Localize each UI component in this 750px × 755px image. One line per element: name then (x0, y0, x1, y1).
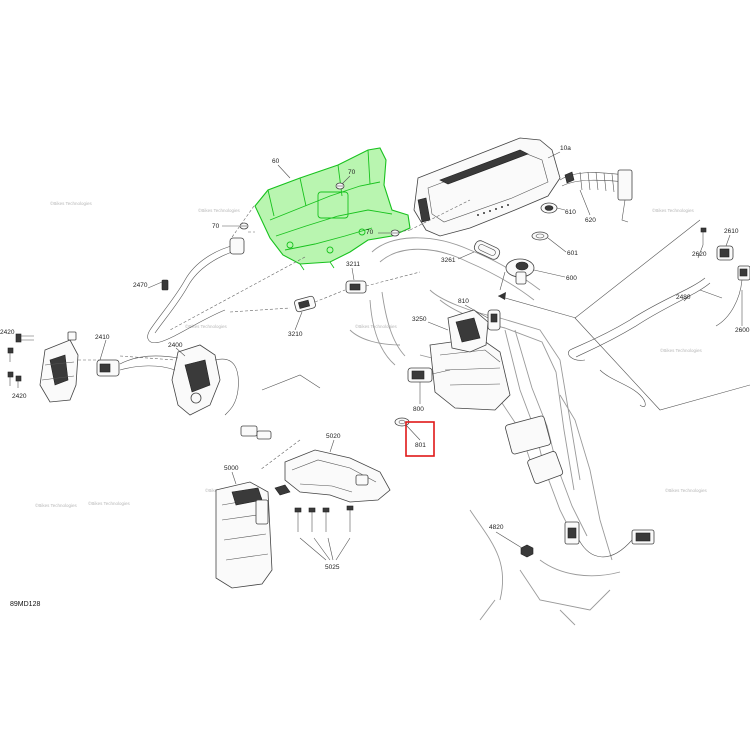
label-3210: 3210 (288, 331, 303, 338)
part-2410-housing[interactable] (39, 331, 79, 403)
leader-lines (78, 199, 471, 471)
label-600: 600 (566, 275, 577, 282)
part-5025-screws[interactable] (294, 505, 354, 561)
part-2600-connector[interactable] (715, 265, 750, 327)
label-3250: 3250 (412, 316, 427, 323)
label-801: 801 (415, 442, 426, 449)
label-2610: 2610 (724, 228, 739, 235)
part-2420-screws[interactable] (7, 333, 34, 388)
label-70: 70 (348, 169, 356, 176)
part-10a-display[interactable] (413, 137, 561, 237)
part-2470-cable[interactable] (147, 237, 245, 343)
watermark: ©Bikes Technologies (185, 323, 228, 329)
label-5025: 5025 (325, 564, 340, 571)
label-2470: 2470 (133, 282, 148, 289)
label-2400: 2400 (168, 342, 183, 349)
part-3211-sensor[interactable] (345, 280, 367, 294)
label-810: 810 (458, 298, 469, 305)
part-2400-switch[interactable] (96, 344, 321, 440)
label-2420: 2420 (0, 329, 15, 336)
diagram-reference-code: 89MD128 (10, 601, 41, 608)
watermark: ©Bikes Technologies (35, 502, 78, 508)
part-2480-cable[interactable] (568, 277, 723, 407)
part-601-washer[interactable] (531, 231, 549, 241)
part-70-fastener[interactable] (239, 222, 249, 230)
watermark: ©Bikes Technologies (198, 207, 241, 213)
inset-panel (497, 219, 750, 411)
label-10a: 10a (560, 145, 571, 152)
label-2410: 2410 (95, 334, 110, 341)
label-5020: 5020 (326, 433, 341, 440)
watermark: ©Bikes Technologies (50, 200, 93, 206)
label-70: 70 (212, 223, 220, 230)
label-2600: 2600 (735, 327, 750, 334)
part-70-fastener[interactable] (390, 229, 400, 237)
label-70: 70 (366, 229, 374, 236)
watermark: ©Bikes Technologies (355, 323, 398, 329)
part-60-bracket[interactable] (254, 147, 411, 271)
part-800[interactable] (407, 367, 451, 383)
label-5000: 5000 (224, 465, 239, 472)
part-2620[interactable] (700, 227, 707, 245)
part-5020-bracket[interactable] (274, 449, 391, 503)
label-2480: 2480 (676, 294, 691, 301)
label-4820: 4820 (489, 524, 504, 531)
label-800: 800 (413, 406, 424, 413)
vehicle-frame (349, 237, 655, 626)
part-3210-sensor[interactable] (294, 295, 316, 313)
label-3211: 3211 (346, 261, 360, 268)
watermark: ©Bikes Technologies (660, 347, 703, 353)
highlight-box-801 (405, 421, 435, 457)
part-3250-assembly[interactable] (447, 309, 489, 353)
part-620-harness[interactable] (559, 169, 633, 223)
part-2610[interactable] (716, 245, 734, 261)
label-610: 610 (565, 209, 576, 216)
label-620: 620 (585, 217, 596, 224)
watermark: ©Bikes Technologies (88, 500, 131, 506)
label-2420: 2420 (12, 393, 27, 400)
part-3261-cover[interactable] (473, 239, 502, 261)
part-5000-ecu[interactable] (215, 481, 273, 589)
label-3261: 3261 (441, 257, 456, 264)
label-leaders (99, 151, 743, 549)
watermarks: ©Bikes Technologies ©Bikes Technologies … (35, 200, 708, 508)
part-810-connector[interactable] (487, 309, 501, 331)
watermark: ©Bikes Technologies (652, 207, 695, 213)
label-601: 601 (567, 250, 578, 257)
part-610[interactable] (540, 202, 558, 214)
label-60: 60 (272, 158, 280, 165)
watermark: ©Bikes Technologies (665, 487, 708, 493)
part-600-switch[interactable] (499, 258, 535, 291)
part-70-fastener[interactable] (335, 182, 345, 190)
